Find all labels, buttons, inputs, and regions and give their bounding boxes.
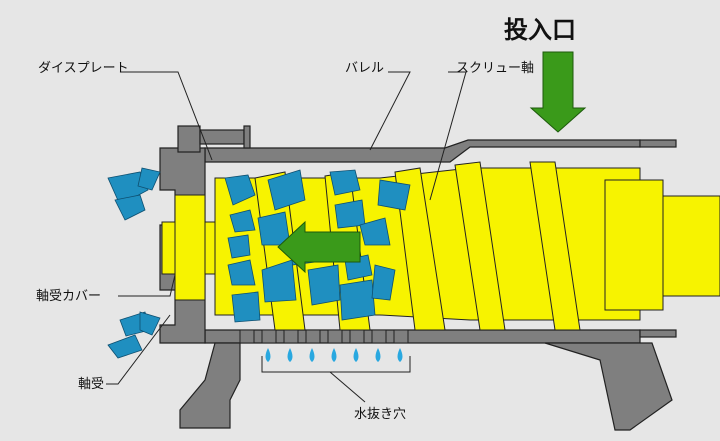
- label-bearing-cover: 軸受カバー: [36, 289, 101, 304]
- water-drops: [265, 348, 403, 362]
- drain-holes: [239, 329, 409, 344]
- label-die-plate: ダイスプレート: [38, 61, 129, 76]
- label-screw-shaft: スクリュー軸: [456, 61, 534, 76]
- inlet-arrow: [529, 51, 587, 133]
- label-bearing: 軸受: [78, 377, 104, 392]
- flow-direction-arrow: [277, 220, 361, 274]
- label-drain-holes: 水抜き穴: [354, 406, 406, 422]
- die-plate-bolt: [177, 125, 251, 153]
- label-barrel: バレル: [345, 61, 384, 76]
- label-inlet: 投入口: [504, 16, 576, 44]
- leader-lines: [106, 71, 467, 403]
